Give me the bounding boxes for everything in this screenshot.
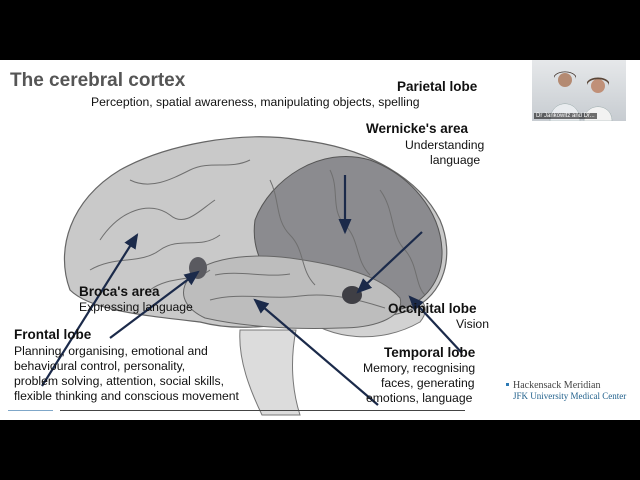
presentation-slide: The cerebral cortex Parietal lobe Percep… <box>0 60 500 420</box>
temporal-arrow <box>253 298 379 406</box>
logo-mark-icon <box>506 383 509 386</box>
slide-title: The cerebral cortex <box>10 70 186 91</box>
screen-share-area: The cerebral cortex Parietal lobe Percep… <box>0 60 640 420</box>
wernickes-area-heading: Wernicke's area <box>366 121 469 136</box>
wernickes-area-description-line2: language <box>430 153 481 167</box>
organization-name: Hackensack Meridian <box>513 380 601 391</box>
brainstem-shape <box>239 329 301 416</box>
wernickes-area-description-line1: Understanding <box>405 138 485 152</box>
temporal-lobe-description-line3: emotions, language <box>366 391 473 405</box>
wernicke-arrow <box>356 231 423 294</box>
frontal-lobe-description-line1: Planning, organising, emotional and <box>14 344 208 358</box>
parietal-lobe-description: Perception, spatial awareness, manipulat… <box>91 95 420 109</box>
participant-video-tile[interactable]: Dr Jankowitz and Dr... <box>532 60 626 121</box>
frontal-lobe-heading: Frontal lobe <box>14 327 92 342</box>
frontal-arrow <box>41 233 139 387</box>
video-background <box>532 60 626 121</box>
temporal-lobe-description-line2: faces, generating <box>381 376 475 390</box>
video-caption: Dr Jankowitz and Dr... <box>534 113 597 119</box>
occipital-arrow <box>408 295 463 354</box>
footer-rule <box>60 410 465 411</box>
brocas-area-heading: Broca's area <box>79 284 160 299</box>
temporal-region <box>183 255 402 330</box>
organization-logo: Hackensack Meridian JFK University Medic… <box>506 380 627 401</box>
broca-arrow <box>109 270 200 339</box>
occipital-lobe-description: Vision <box>456 317 489 331</box>
accent-rule <box>8 410 53 411</box>
frontal-lobe-description-line2: behavioural control, personality, <box>14 359 186 373</box>
gyri-lines <box>89 159 426 309</box>
temporal-lobe-heading: Temporal lobe <box>384 345 476 360</box>
participants-silhouettes <box>549 71 613 121</box>
brain-illustration <box>41 136 463 416</box>
frontal-lobe-description-line4: flexible thinking and conscious movement <box>14 389 239 403</box>
temporal-lobe-description-line1: Memory, recognising <box>363 361 476 375</box>
frontal-lobe-description-line3: problem solving, attention, social skill… <box>14 374 224 388</box>
wernicke-area-marker <box>342 286 362 304</box>
occipital-lobe-heading: Occipital lobe <box>388 301 477 316</box>
organization-subname: JFK University Medical Center <box>513 391 627 401</box>
parietal-lobe-heading: Parietal lobe <box>397 79 478 94</box>
brocas-area-description: Expressing language <box>79 300 193 314</box>
